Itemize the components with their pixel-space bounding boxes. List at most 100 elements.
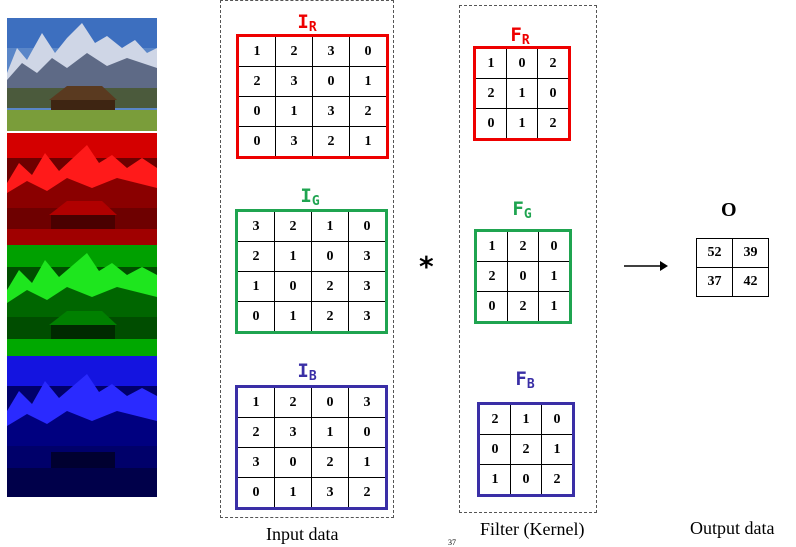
filter-green-cell: 2 xyxy=(507,291,539,323)
filter-green-cell: 2 xyxy=(507,230,539,262)
input-red-label: IR xyxy=(297,11,317,35)
input-data-panel xyxy=(220,0,394,518)
filter-kernel-panel xyxy=(459,5,597,513)
input-red-cell: 0 xyxy=(237,96,276,127)
input-red-cell: 0 xyxy=(237,126,276,158)
input-red-cell: 0 xyxy=(349,35,388,67)
input-green-label: IG xyxy=(300,185,320,209)
input-blue-cell: 0 xyxy=(274,447,312,478)
input-green-cell: 1 xyxy=(274,301,312,333)
output-title: O xyxy=(721,199,737,221)
filter-blue-cell: 1 xyxy=(510,403,542,435)
filter-kernel-caption: Filter (Kernel) xyxy=(480,519,585,539)
input-green-cell: 2 xyxy=(274,210,312,242)
input-green-cell: 3 xyxy=(348,271,387,302)
input-green-cell: 0 xyxy=(311,241,349,272)
input-green-cell: 3 xyxy=(348,301,387,333)
input-green-cell: 0 xyxy=(348,210,387,242)
input-blue-cell: 1 xyxy=(236,386,275,418)
filter-blue-cell: 0 xyxy=(510,464,542,496)
filter-blue-cell: 1 xyxy=(541,434,574,465)
input-blue-cell: 3 xyxy=(236,447,275,478)
input-red-cell: 1 xyxy=(349,126,388,158)
output-cell: 42 xyxy=(732,267,769,297)
filter-blue-cell: 0 xyxy=(541,403,574,435)
filter-red-cell: 2 xyxy=(537,108,570,140)
input-red-cell: 3 xyxy=(312,35,350,67)
filter-red-cell: 0 xyxy=(537,78,570,109)
arrow-right-icon xyxy=(624,261,668,271)
input-blue-cell: 2 xyxy=(311,447,349,478)
filter-red-cell: 0 xyxy=(506,47,538,79)
filter-blue-cell: 1 xyxy=(478,464,511,496)
input-blue-cell: 2 xyxy=(348,477,387,509)
filter-green-cell: 1 xyxy=(475,230,508,262)
input-green-cell: 2 xyxy=(311,301,349,333)
input-red-cell: 2 xyxy=(275,35,313,67)
convolution-operator: * xyxy=(419,250,434,283)
photo-color-original xyxy=(7,18,157,131)
filter-red-cell: 2 xyxy=(474,78,507,109)
input-red-cell: 2 xyxy=(349,96,388,127)
input-blue-cell: 3 xyxy=(274,417,312,448)
input-red-cell: 3 xyxy=(275,66,313,97)
input-red-cell: 2 xyxy=(312,126,350,158)
input-red-cell: 3 xyxy=(275,126,313,158)
page-number: 37 xyxy=(448,538,456,547)
filter-red-cell: 2 xyxy=(537,47,570,79)
input-red-cell: 2 xyxy=(237,66,276,97)
input-red-cell: 1 xyxy=(275,96,313,127)
input-data-caption: Input data xyxy=(266,524,339,544)
input-red-cell: 3 xyxy=(312,96,350,127)
filter-green-cell: 0 xyxy=(507,261,539,292)
input-green-cell: 0 xyxy=(274,271,312,302)
input-blue-cell: 2 xyxy=(274,386,312,418)
input-blue-cell: 0 xyxy=(348,417,387,448)
input-blue-cell: 1 xyxy=(348,447,387,478)
filter-blue-cell: 2 xyxy=(478,403,511,435)
filter-green-cell: 1 xyxy=(538,291,571,323)
filter-red-cell: 1 xyxy=(506,78,538,109)
input-blue-cell: 3 xyxy=(311,477,349,509)
input-green-cell: 2 xyxy=(236,241,275,272)
filter-green-cell: 0 xyxy=(475,291,508,323)
filter-blue-cell: 2 xyxy=(541,464,574,496)
input-green-cell: 2 xyxy=(311,271,349,302)
filter-green-label: FG xyxy=(512,198,532,222)
filter-red-cell: 1 xyxy=(506,108,538,140)
filter-blue-cell: 0 xyxy=(478,434,511,465)
input-blue-cell: 1 xyxy=(311,417,349,448)
input-green-cell: 3 xyxy=(236,210,275,242)
filter-blue-cell: 2 xyxy=(510,434,542,465)
input-blue-cell: 0 xyxy=(311,386,349,418)
filter-red-cell: 0 xyxy=(474,108,507,140)
filter-green-cell: 2 xyxy=(475,261,508,292)
photo-green-channel xyxy=(7,245,157,356)
filter-red-label: FR xyxy=(510,24,530,48)
filter-green-cell: 0 xyxy=(538,230,571,262)
output-data-caption: Output data xyxy=(690,518,775,538)
input-blue-cell: 2 xyxy=(236,417,275,448)
